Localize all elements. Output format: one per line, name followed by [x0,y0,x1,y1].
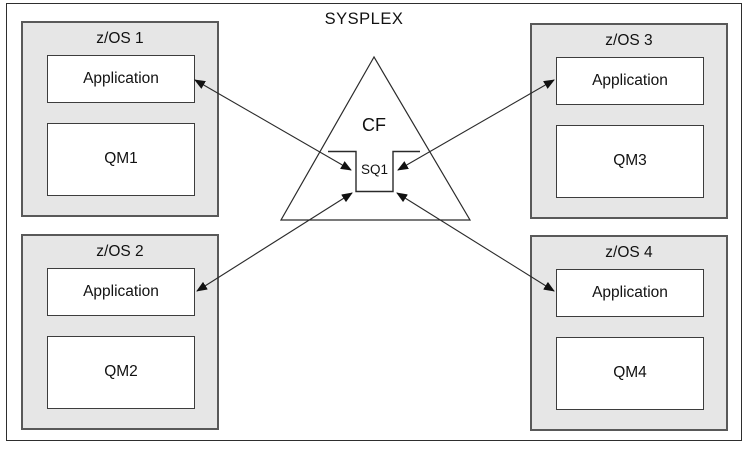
zos-3-application-box: Application [556,57,704,105]
zos-3-queue-manager-box: QM3 [556,125,704,198]
zos-3-box: z/OS 3 Application QM3 [530,23,728,219]
zos-2-application-box: Application [47,268,195,316]
zos-4-application-box: Application [556,269,704,317]
zos-3-label: z/OS 3 [605,32,653,49]
zos-1-label: z/OS 1 [96,30,144,47]
zos-4-box: z/OS 4 Application QM4 [530,235,728,431]
zos-1-application-box: Application [47,55,195,103]
zos-1-box: z/OS 1 Application QM1 [21,21,219,217]
zos-2-label: z/OS 2 [96,243,144,260]
diagram-title: SYSPLEX [324,10,404,28]
zos-2-box: z/OS 2 Application QM2 [21,234,219,430]
sq1-label: SQ1 [360,162,388,177]
zos-4-queue-manager-box: QM4 [556,337,704,410]
zos-1-queue-manager-box: QM1 [47,123,195,196]
zos-4-label: z/OS 4 [605,244,653,261]
cf-label: CF [362,115,386,135]
zos-2-queue-manager-box: QM2 [47,336,195,409]
